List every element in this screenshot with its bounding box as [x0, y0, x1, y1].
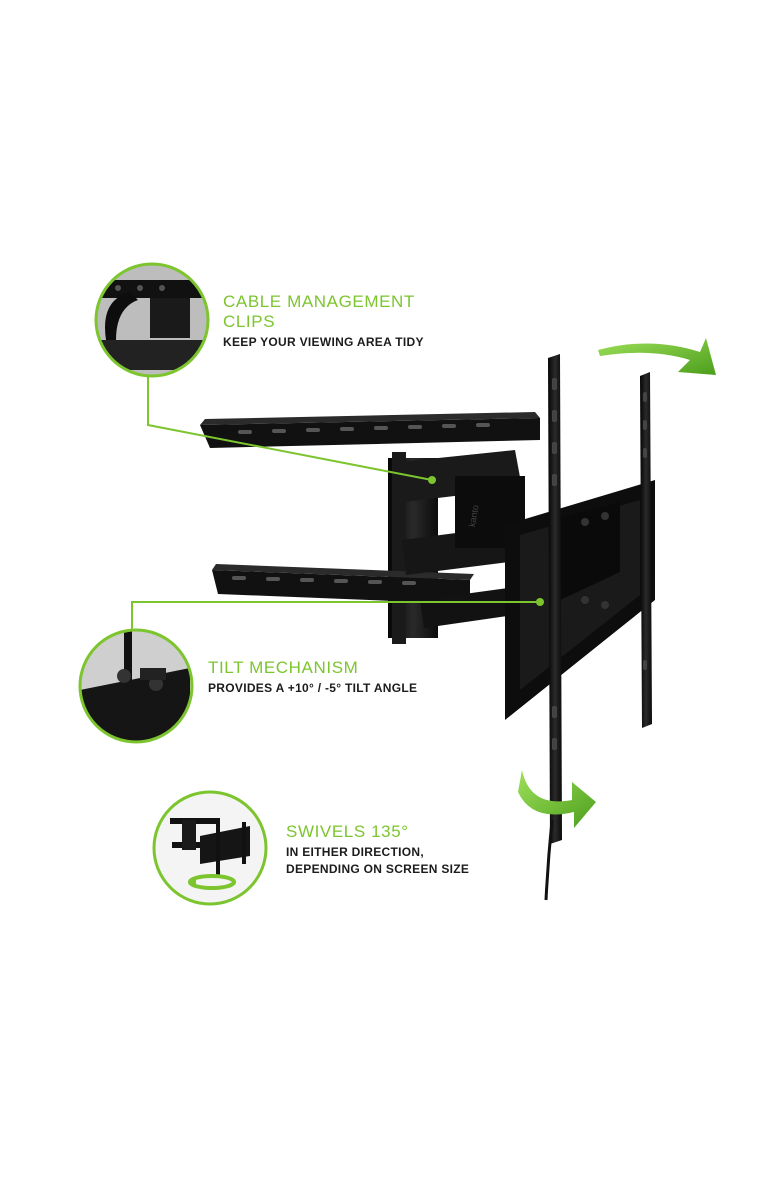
cable-clip-detail-image — [94, 262, 210, 378]
vertical-rail-right — [640, 372, 652, 728]
rotation-arrow-bottom-icon — [518, 770, 596, 828]
power-cable — [544, 819, 554, 901]
tilt-detail-image — [78, 628, 194, 744]
leader-line-cable — [147, 375, 433, 481]
feature-description: PROVIDES A +10° / -5° TILT ANGLE — [208, 681, 418, 695]
articulating-arms: kanto — [400, 450, 535, 628]
tv-plate — [505, 480, 655, 720]
rotation-arrow-top-icon — [598, 338, 716, 375]
leader-line-tilt — [131, 601, 540, 630]
swivel-detail-image — [152, 790, 268, 906]
brand-mark: kanto — [467, 504, 481, 527]
bottom-cable-bar — [212, 564, 474, 604]
callout-tilt-mechanism: TILT MECHANISM PROVIDES A +10° / -5° TIL… — [208, 658, 417, 697]
feature-title: CABLE MANAGEMENT CLIPS — [223, 292, 415, 331]
callout-swivel: SWIVELS 135° IN EITHER DIRECTION, DEPEND… — [286, 822, 469, 878]
feature-description: KEEP YOUR VIEWING AREA TIDY — [223, 335, 424, 349]
callout-cable-management: CABLE MANAGEMENT CLIPS KEEP YOUR VIEWING… — [223, 292, 424, 351]
top-cable-bar — [200, 412, 540, 448]
feature-title: SWIVELS 135° — [286, 822, 409, 841]
feature-title: TILT MECHANISM — [208, 658, 359, 677]
vertical-rail-left — [548, 354, 562, 844]
feature-description: IN EITHER DIRECTION, DEPENDING ON SCREEN… — [286, 845, 470, 876]
